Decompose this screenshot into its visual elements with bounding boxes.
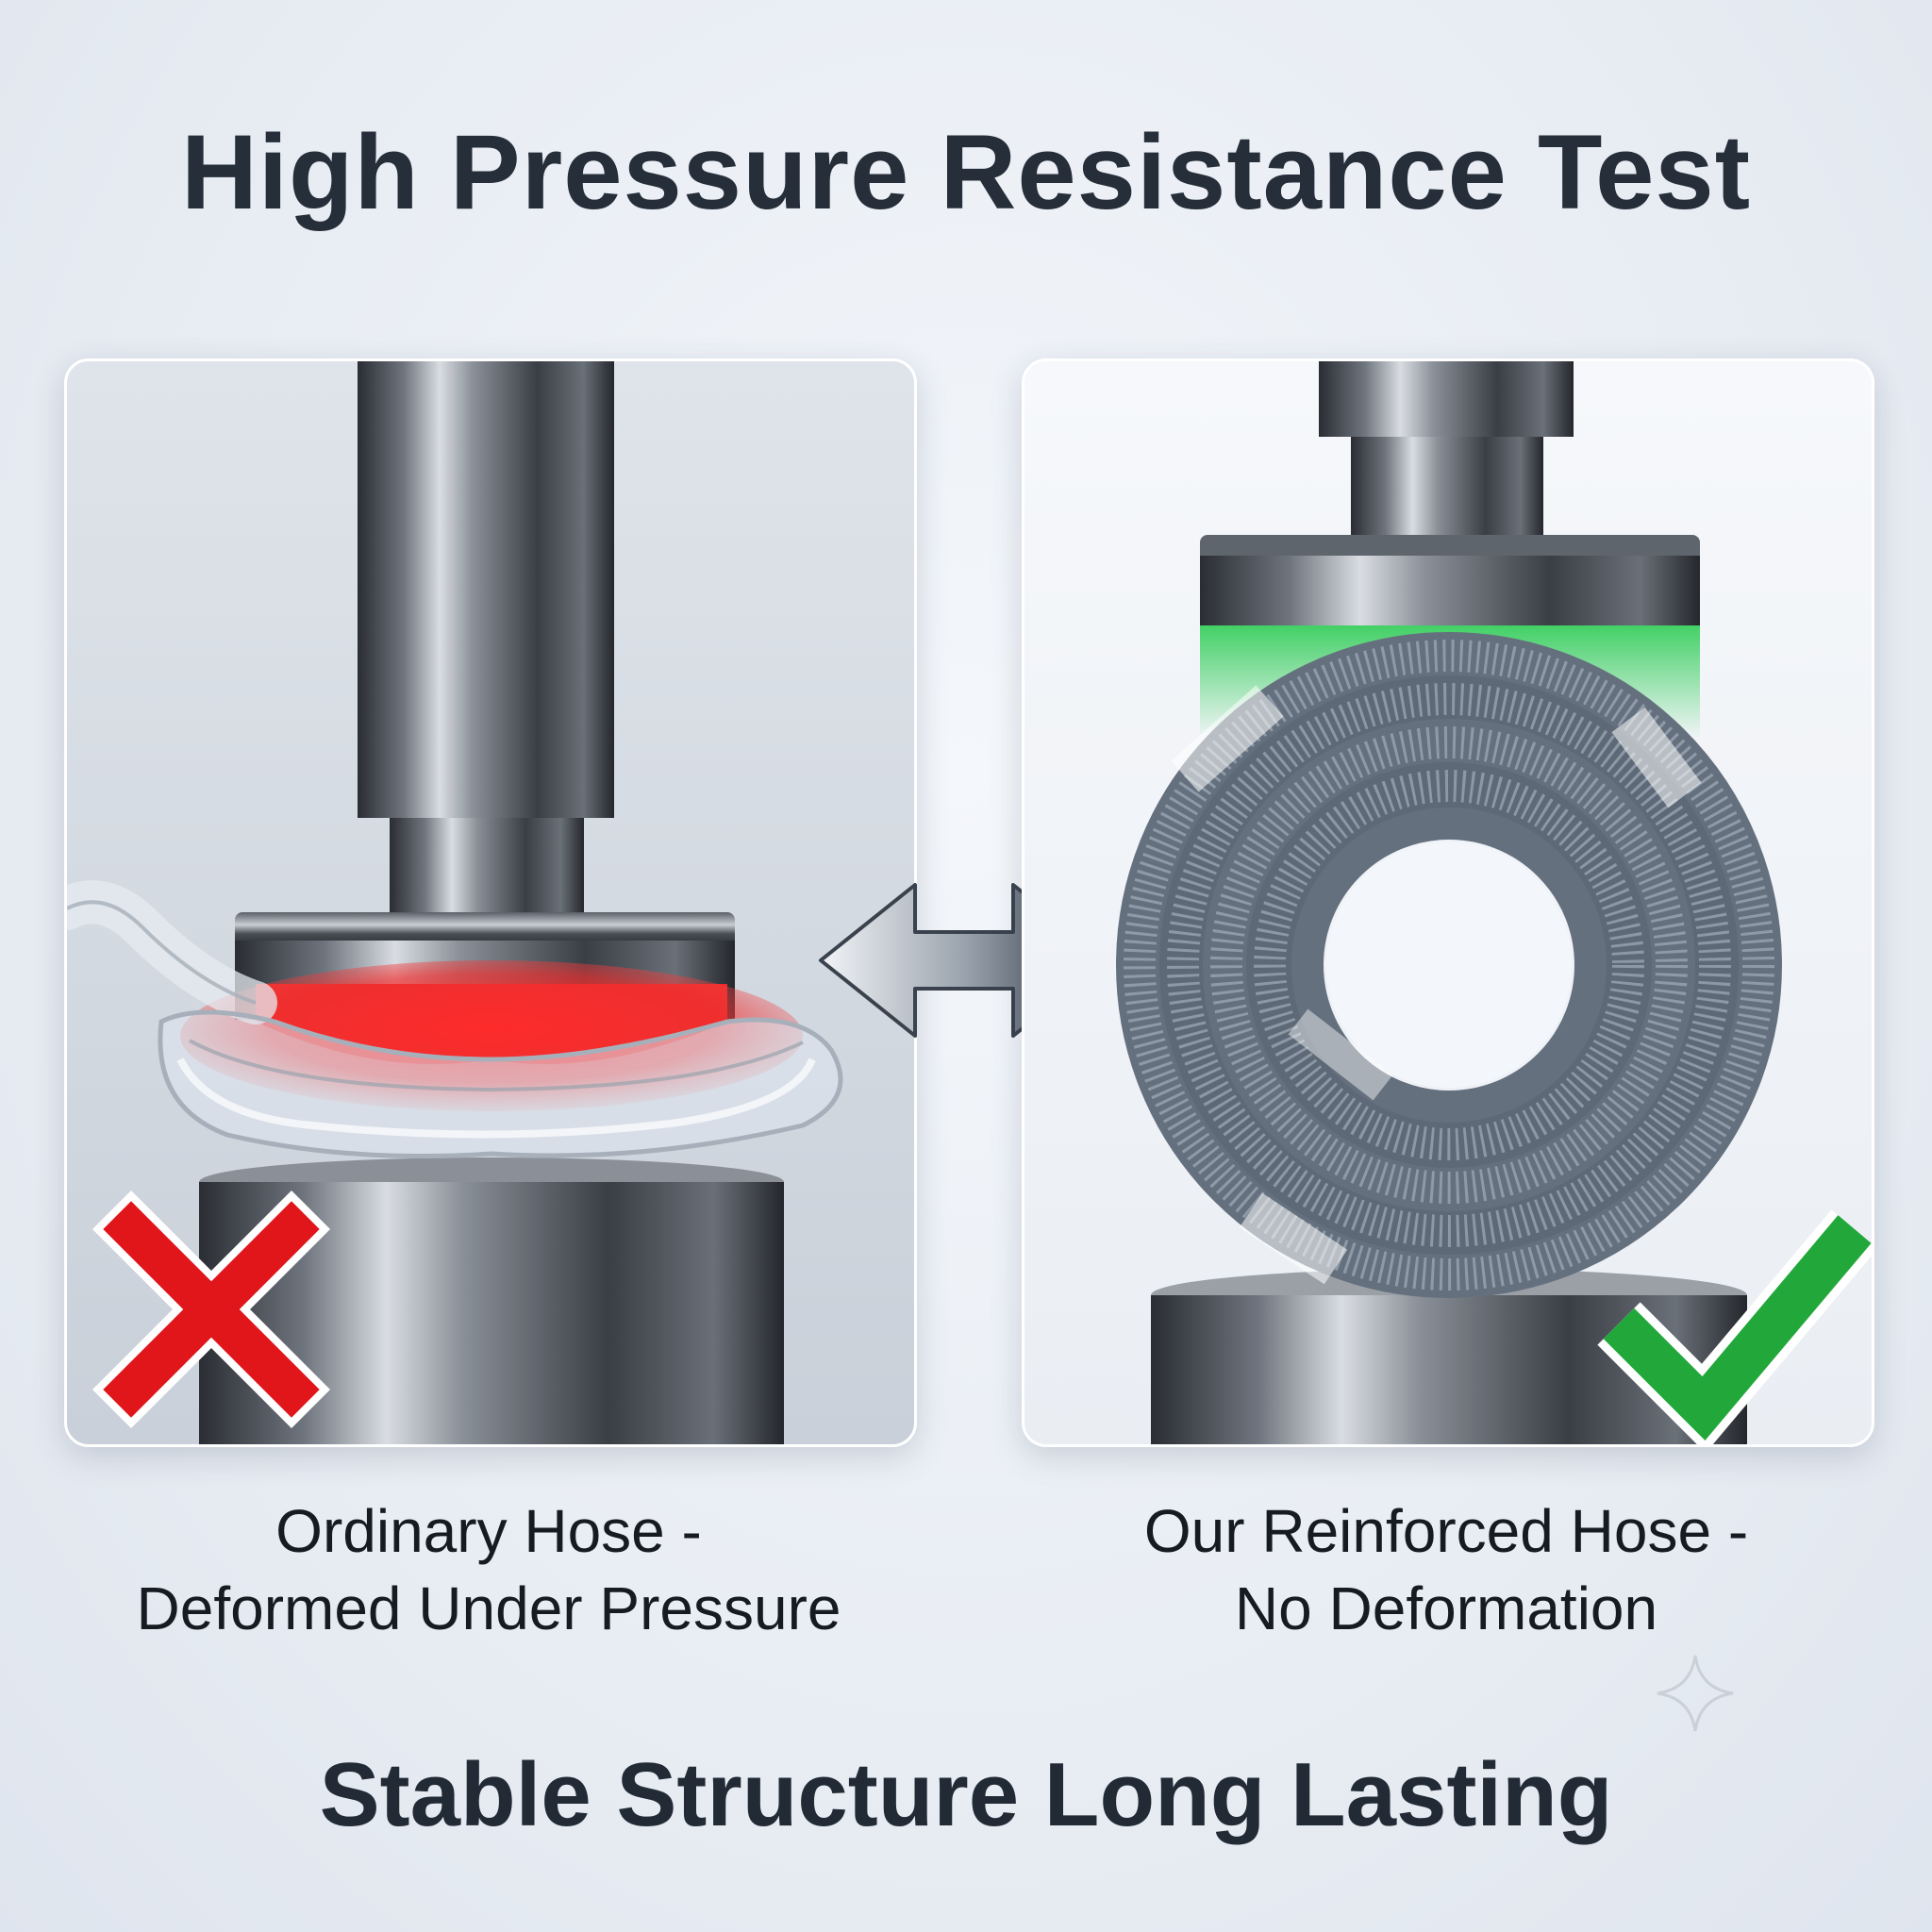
tagline: Stable Structure Long Lasting	[319, 1744, 1613, 1845]
caption-line: Our Reinforced Hose -	[1143, 1497, 1749, 1565]
caption-line: No Deformation	[1234, 1574, 1658, 1642]
ordinary-hose-caption: Ordinary Hose - Deformed Under Pressure	[64, 1492, 913, 1647]
caption-line: Ordinary Hose -	[275, 1497, 702, 1565]
check-icon	[1597, 1209, 1872, 1444]
caption-line: Deformed Under Pressure	[136, 1574, 841, 1642]
sparkle-icon	[1657, 1655, 1734, 1732]
ordinary-hose-illustration	[67, 361, 843, 1444]
reinforced-hose-panel	[1022, 358, 1874, 1447]
cross-icon	[92, 1190, 331, 1429]
coiled-hose	[1116, 632, 1782, 1298]
ordinary-hose-panel	[64, 358, 917, 1447]
page-title: High Pressure Resistance Test	[180, 113, 1752, 231]
reinforced-hose-illustration	[1116, 361, 1872, 1444]
reinforced-hose-caption: Our Reinforced Hose - No Deformation	[1022, 1492, 1871, 1647]
